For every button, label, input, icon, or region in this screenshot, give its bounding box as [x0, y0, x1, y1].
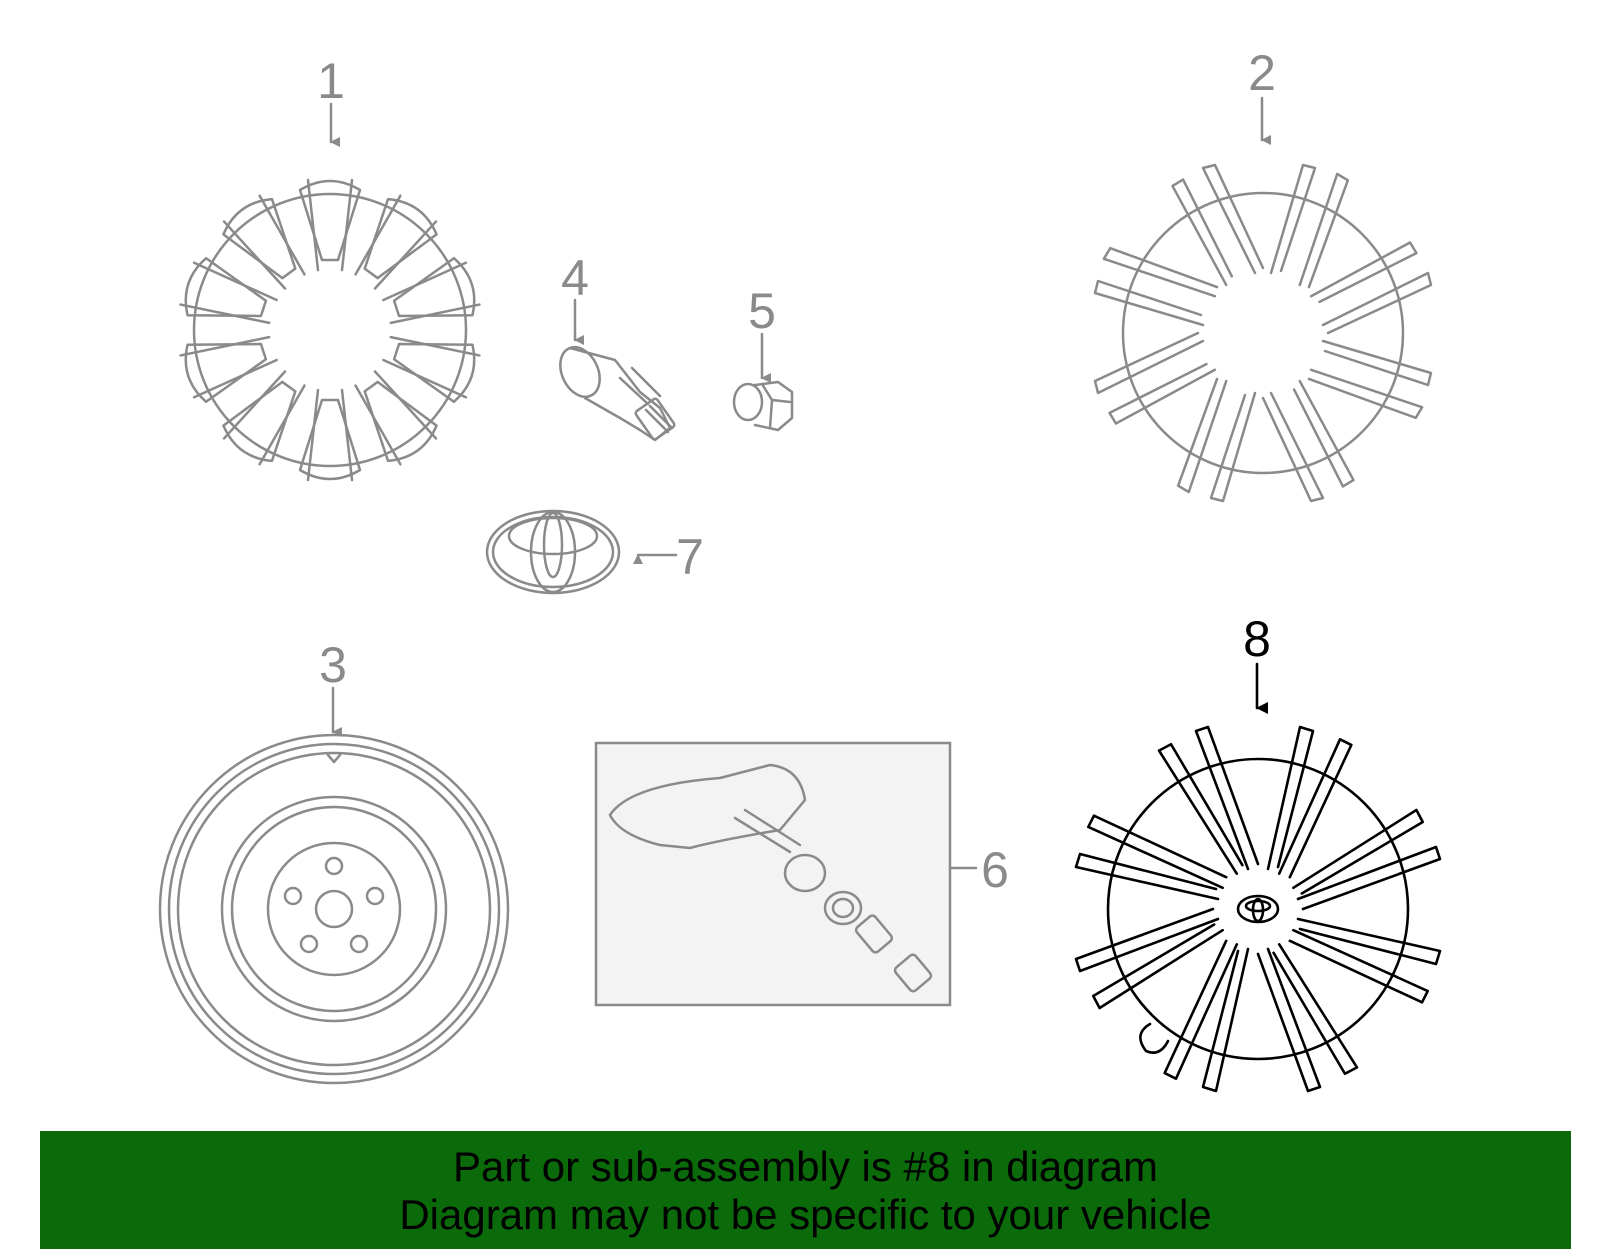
callout-2: 2 — [1248, 45, 1276, 101]
callout-6: 6 — [981, 842, 1009, 898]
callout-1: 1 — [317, 53, 345, 109]
valve-stem-drawing — [559, 345, 676, 442]
wheel-1-drawing — [179, 178, 481, 482]
info-banner: Part or sub-assembly is #8 in diagram Di… — [40, 1131, 1571, 1249]
banner-line-1: Part or sub-assembly is #8 in diagram — [453, 1143, 1158, 1190]
callout-7: 7 — [676, 529, 704, 585]
banner-line-2: Diagram may not be specific to your vehi… — [399, 1191, 1212, 1238]
wheel-8-drawing — [1074, 725, 1442, 1093]
callout-8: 8 — [1243, 611, 1271, 667]
part-4-valve-stem[interactable]: 4 — [553, 250, 676, 442]
part-8-wheel-cover[interactable]: 8 — [1074, 611, 1442, 1093]
callout-3: 3 — [319, 637, 347, 693]
tpms-drawing — [608, 763, 933, 993]
part-3-spare-wheel[interactable]: 3 — [158, 637, 510, 1085]
part-1-wheel[interactable]: 1 — [178, 53, 482, 482]
wheel-2-drawing — [1093, 163, 1433, 503]
tpms-box — [594, 741, 952, 1007]
part-7-emblem[interactable]: 7 — [485, 509, 704, 595]
part-6-tpms-sensor[interactable]: 6 — [594, 741, 1009, 1007]
spare-wheel-drawing — [158, 733, 510, 1085]
callout-4: 4 — [561, 250, 589, 306]
emblem-drawing — [485, 509, 621, 595]
callout-5: 5 — [748, 283, 776, 339]
lug-nut-drawing — [732, 380, 794, 432]
part-2-wheel-cover[interactable]: 2 — [1093, 45, 1433, 503]
part-5-lug-nut[interactable]: 5 — [732, 283, 794, 432]
